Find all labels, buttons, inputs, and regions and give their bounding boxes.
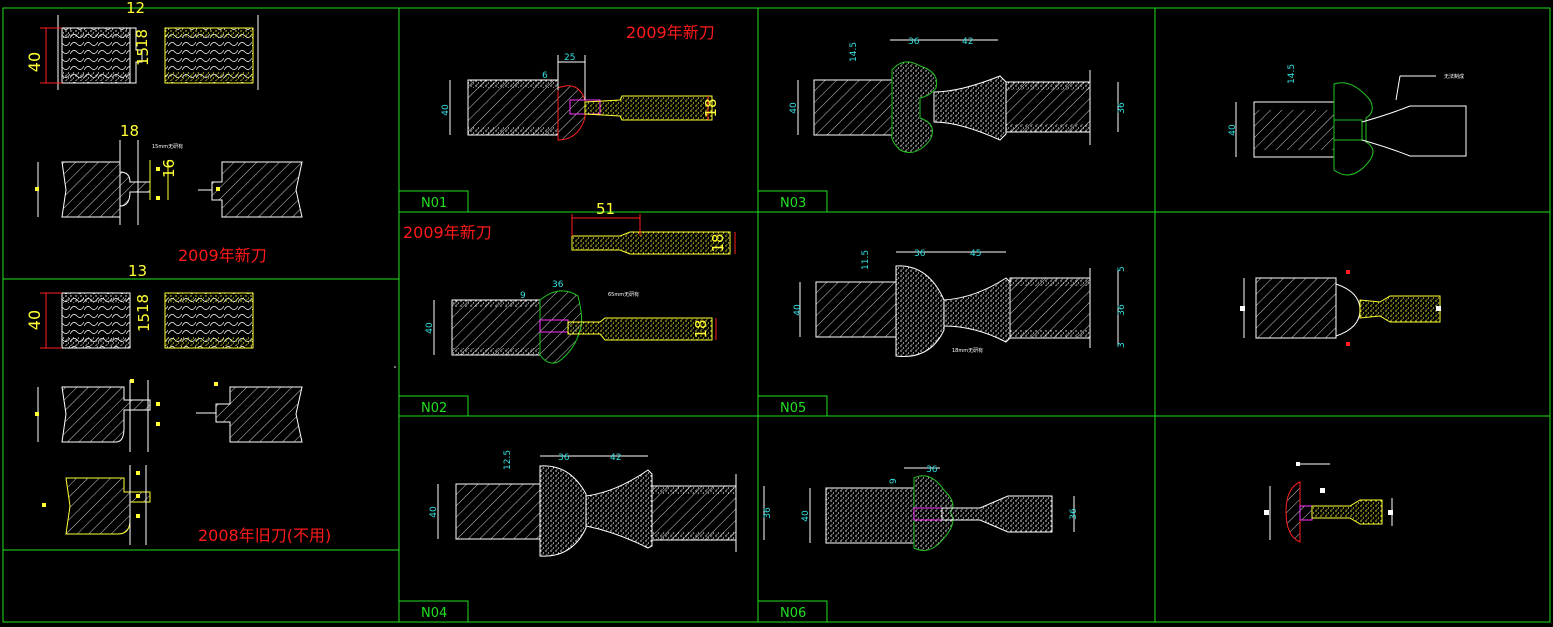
note-cannot-make: 无法制成 bbox=[1444, 73, 1464, 80]
dim-40-n04: 40 bbox=[429, 506, 439, 518]
n04-cutter-drawing bbox=[437, 455, 765, 557]
panel-label-n03: N03 bbox=[780, 196, 806, 211]
dim-115-n05: 11.5 bbox=[861, 250, 871, 270]
dim-18-left-bottom: 18 bbox=[134, 294, 152, 313]
dim-42-n03: 42 bbox=[962, 37, 973, 47]
title-2009-n01: 2009年新刀 bbox=[626, 23, 715, 42]
note-15mm: 15mm无研有 bbox=[152, 143, 183, 150]
dim-36-n06-side: 36 bbox=[1069, 508, 1079, 520]
left-bottom-joint-profiles bbox=[35, 379, 303, 545]
dim-40-top-right: 40 bbox=[1228, 124, 1238, 136]
panel-label-n06: N06 bbox=[780, 606, 806, 621]
dim-125-n04: 12.5 bbox=[503, 450, 513, 470]
dim-3-n05: 3 bbox=[1117, 342, 1127, 348]
left-top-board-section bbox=[40, 15, 259, 90]
note-18mm: 18mm无研有 bbox=[952, 347, 983, 354]
n02-cutter-drawing bbox=[433, 214, 736, 364]
dim-42-n04: 42 bbox=[610, 453, 621, 463]
title-2008-left: 2008年旧刀(不用) bbox=[198, 526, 331, 545]
dim-6-n01: 6 bbox=[542, 71, 548, 81]
panel-label-n01: N01 bbox=[421, 196, 447, 211]
panel-label-n02: N02 bbox=[421, 401, 447, 416]
dim-12-left-top: 12 bbox=[126, 0, 145, 17]
dim-40-n05: 40 bbox=[793, 304, 803, 316]
note-65mm: 65mm无研有 bbox=[608, 291, 639, 298]
dim-36-n04: 36 bbox=[558, 453, 570, 463]
dim-25-n01: 25 bbox=[564, 53, 575, 63]
dim-145-top-right: 14.5 bbox=[1287, 64, 1297, 84]
bottom-right-cutter-drawing bbox=[1264, 462, 1393, 543]
dim-18-n02b: 18 bbox=[692, 319, 710, 338]
dim-18-joint: 18 bbox=[120, 122, 139, 140]
stray-point bbox=[394, 366, 396, 368]
dim-36-n03-side: 36 bbox=[1117, 102, 1127, 114]
title-2009-n02: 2009年新刀 bbox=[403, 223, 492, 242]
dim-15-left-bottom: 15 bbox=[135, 313, 153, 332]
dim-36-n06: 36 bbox=[926, 465, 938, 475]
panel-label-n05: N05 bbox=[780, 401, 806, 416]
dim-40-left-top: 40 bbox=[25, 52, 44, 72]
dim-18-left-top: 18 bbox=[133, 29, 151, 48]
dim-18-n01: 18 bbox=[702, 98, 720, 117]
title-2009-left: 2009年新刀 bbox=[178, 246, 267, 265]
dim-18-n02a: 18 bbox=[709, 233, 727, 252]
dim-16-joint: 16 bbox=[160, 159, 178, 178]
panel-label-n04: N04 bbox=[421, 606, 447, 621]
dim-40-n01: 40 bbox=[441, 104, 451, 116]
dim-40-n03: 40 bbox=[789, 102, 799, 114]
dim-9-n02: 9 bbox=[520, 291, 526, 301]
dim-36-n05-side: 36 bbox=[1117, 304, 1127, 316]
top-right-cutter-drawing bbox=[1235, 75, 1467, 176]
dim-36-n02: 36 bbox=[552, 280, 564, 290]
dim-40-n06: 40 bbox=[801, 510, 811, 522]
dim-15-left-top: 15 bbox=[134, 47, 152, 66]
dim-36-n05: 36 bbox=[914, 249, 926, 259]
n03-cutter-drawing bbox=[797, 39, 1119, 153]
dim-40-n02: 40 bbox=[425, 322, 435, 334]
dim-36-n03: 36 bbox=[908, 37, 920, 47]
left-bottom-board-section bbox=[40, 292, 254, 349]
n05-cutter-drawing bbox=[799, 251, 1119, 357]
dim-5-n05: 5 bbox=[1117, 266, 1127, 272]
n06-cutter-drawing bbox=[809, 467, 1075, 551]
dim-36-n04-side: 36 bbox=[763, 507, 773, 519]
dim-40-left-bottom: 40 bbox=[25, 310, 44, 330]
dim-45-n05: 45 bbox=[970, 249, 981, 259]
mid-right-cutter-drawing bbox=[1240, 270, 1441, 346]
n01-cutter-drawing bbox=[449, 55, 713, 141]
dim-13-left-bottom: 13 bbox=[128, 262, 147, 280]
left-top-joint-profile bbox=[35, 140, 303, 225]
panel-grid bbox=[2, 7, 1551, 623]
dim-9-n06: 9 bbox=[889, 478, 899, 484]
dim-145-n03: 14.5 bbox=[849, 42, 859, 62]
dim-51-n02: 51 bbox=[596, 200, 615, 218]
